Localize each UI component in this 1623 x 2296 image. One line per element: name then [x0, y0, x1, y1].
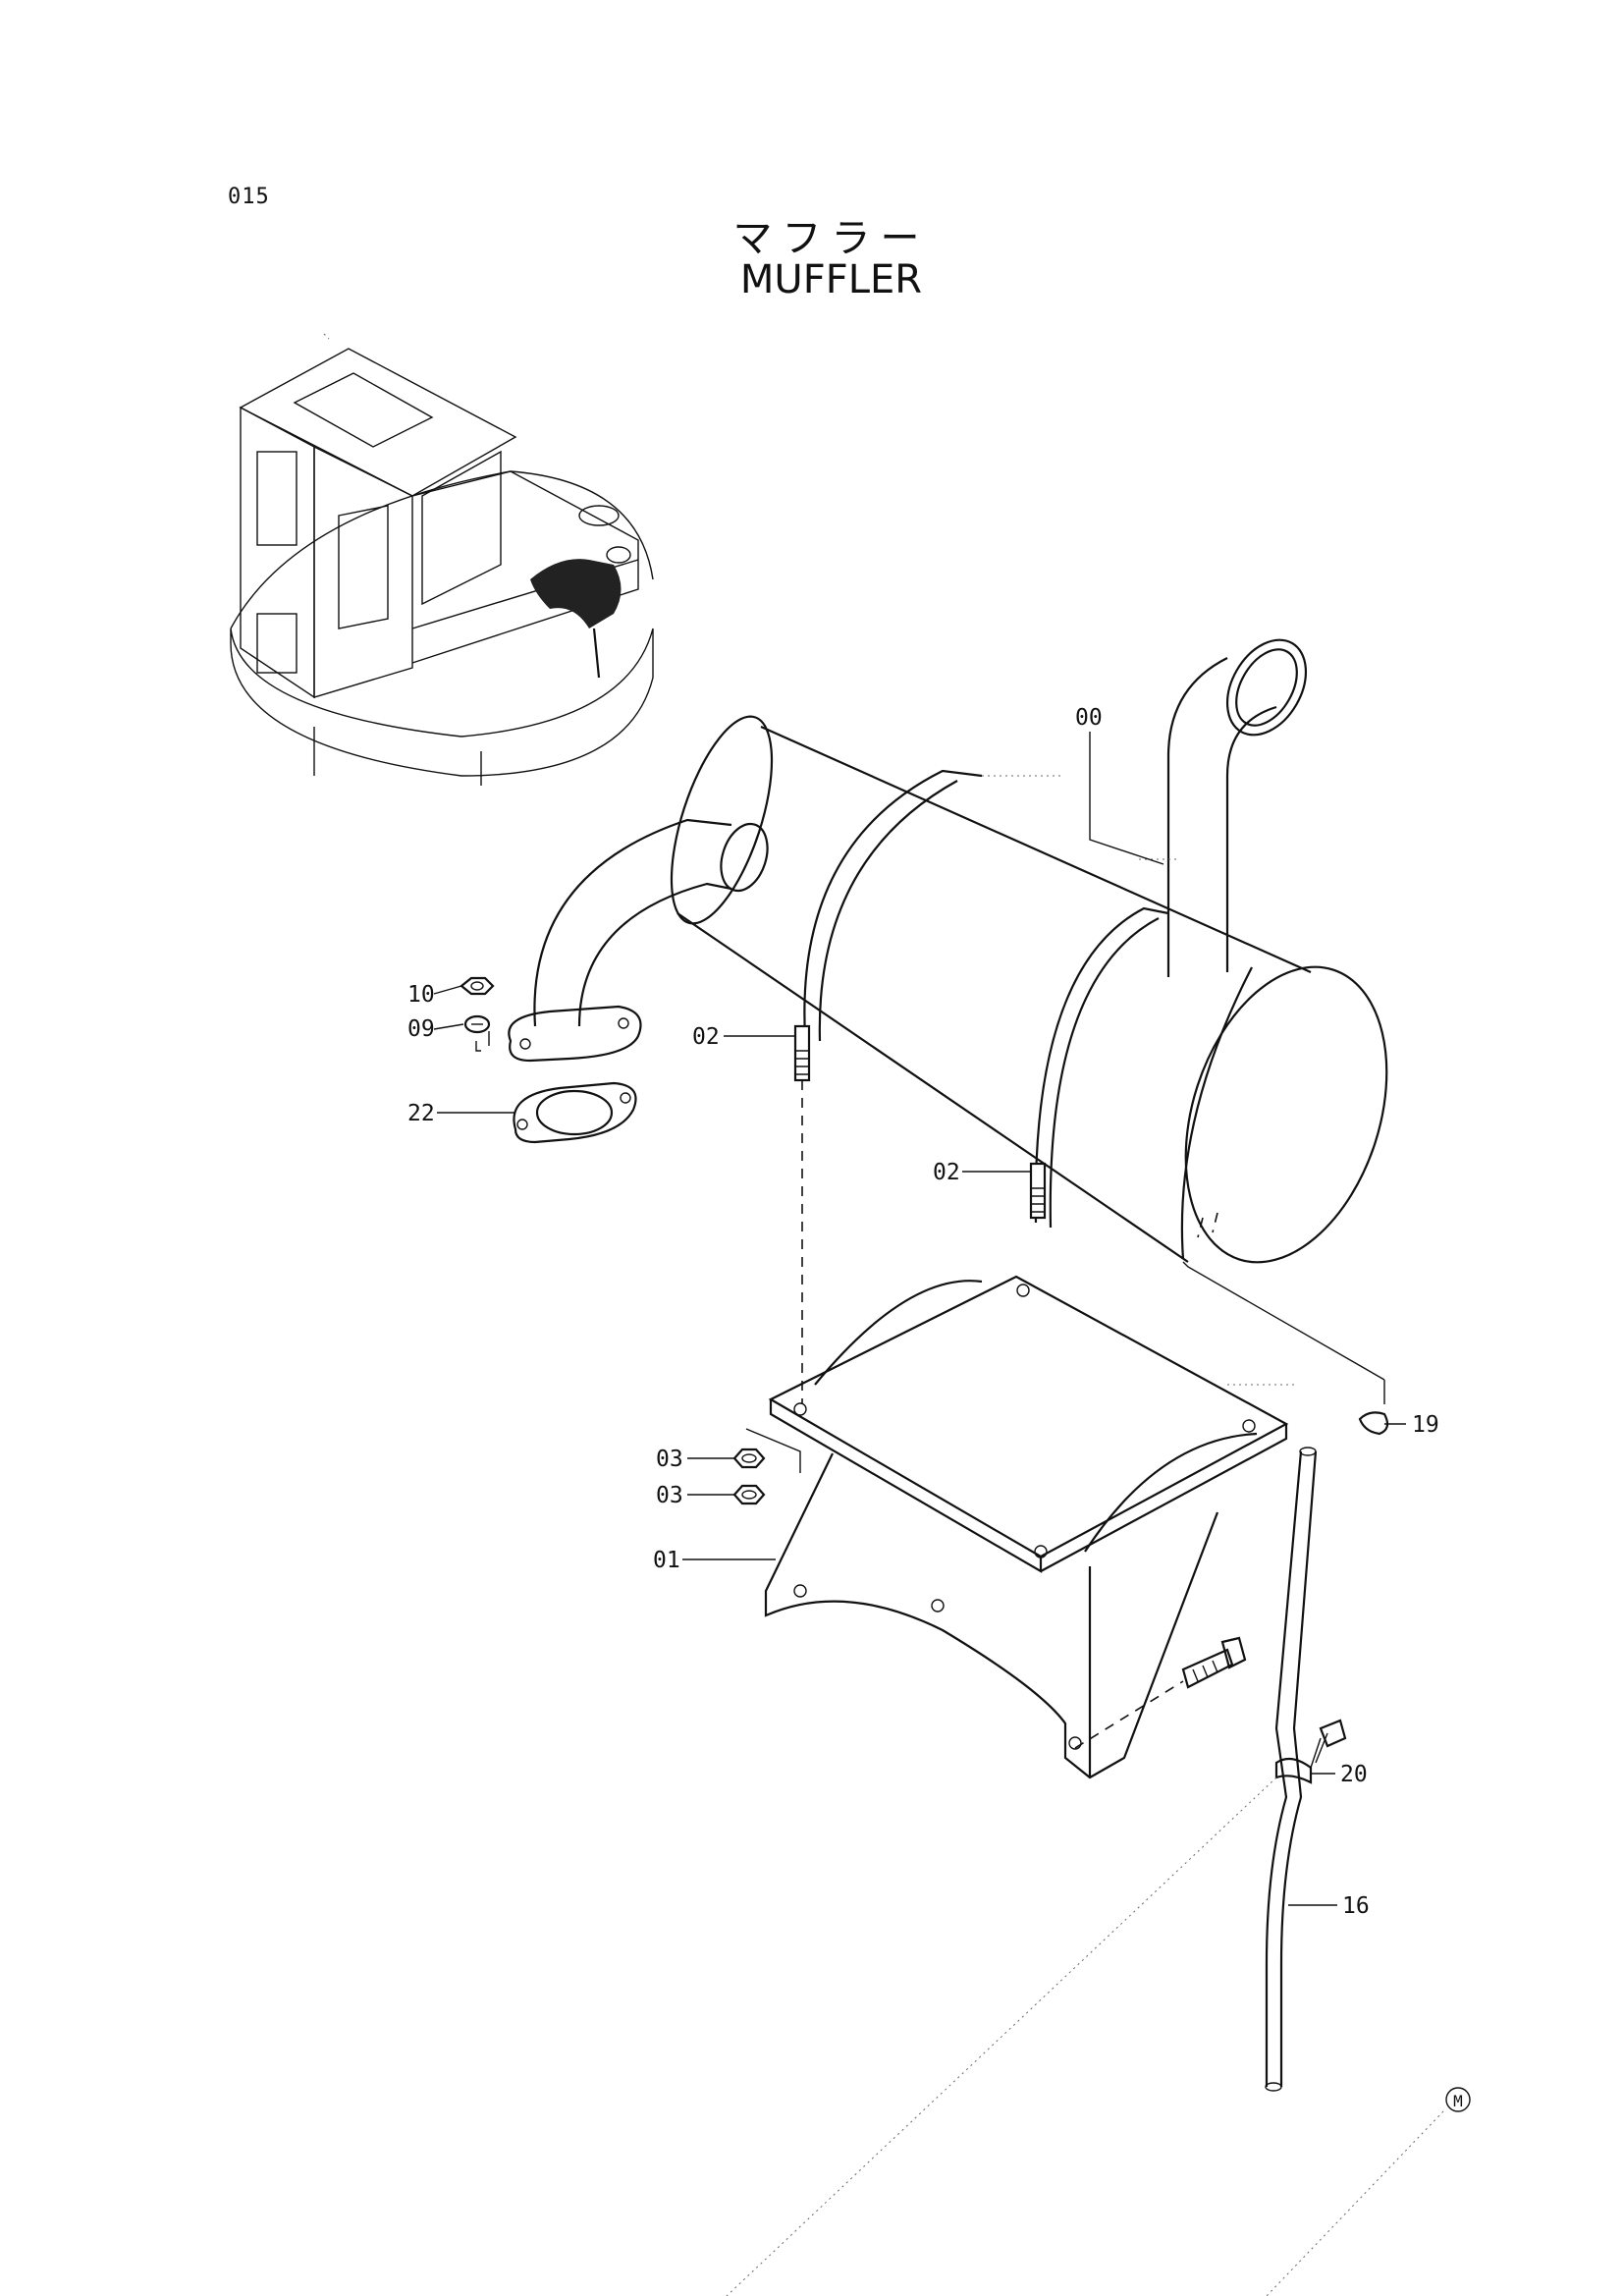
callout-22: 22 [407, 1101, 435, 1126]
m-circle-letter: M [1453, 2092, 1463, 2110]
pipe-clamp-icon [1274, 1719, 1347, 1784]
callout-16: 16 [1342, 1893, 1370, 1919]
stud-bolt-icon [1029, 1162, 1047, 1220]
callout-10: 10 [407, 982, 435, 1008]
callout-09: 09 [407, 1016, 435, 1042]
title-english: MUFFLER [739, 257, 923, 302]
hex-nut-icon [732, 1448, 766, 1469]
title-japanese: マフラー [732, 216, 930, 261]
callout-02-upper: 02 [692, 1024, 720, 1050]
callout-03-lower: 03 [656, 1483, 683, 1508]
excavator-cab-icon [230, 348, 654, 786]
clip-icon [1358, 1411, 1389, 1436]
tail-pipe-icon [1265, 1447, 1318, 2092]
bolt-icon [1181, 1636, 1247, 1689]
stud-bolt-icon [793, 1024, 811, 1082]
muffler-bracket-icon [764, 1275, 1289, 1779]
callout-00: 00 [1075, 705, 1103, 731]
page-number: 015 [228, 185, 270, 209]
callout-03-upper: 03 [656, 1447, 683, 1472]
muffler-body-icon [508, 638, 1388, 1381]
callout-20: 20 [1340, 1762, 1368, 1787]
m-circle-mark: M [1445, 2087, 1471, 2112]
callout-01: 01 [653, 1548, 680, 1573]
hex-nut-icon [460, 976, 495, 996]
callout-02-lower: 02 [933, 1160, 960, 1185]
spring-washer-icon [463, 1014, 491, 1034]
hex-nut-icon [732, 1484, 766, 1505]
gasket-icon [513, 1081, 637, 1144]
callout-19: 19 [1412, 1412, 1439, 1438]
